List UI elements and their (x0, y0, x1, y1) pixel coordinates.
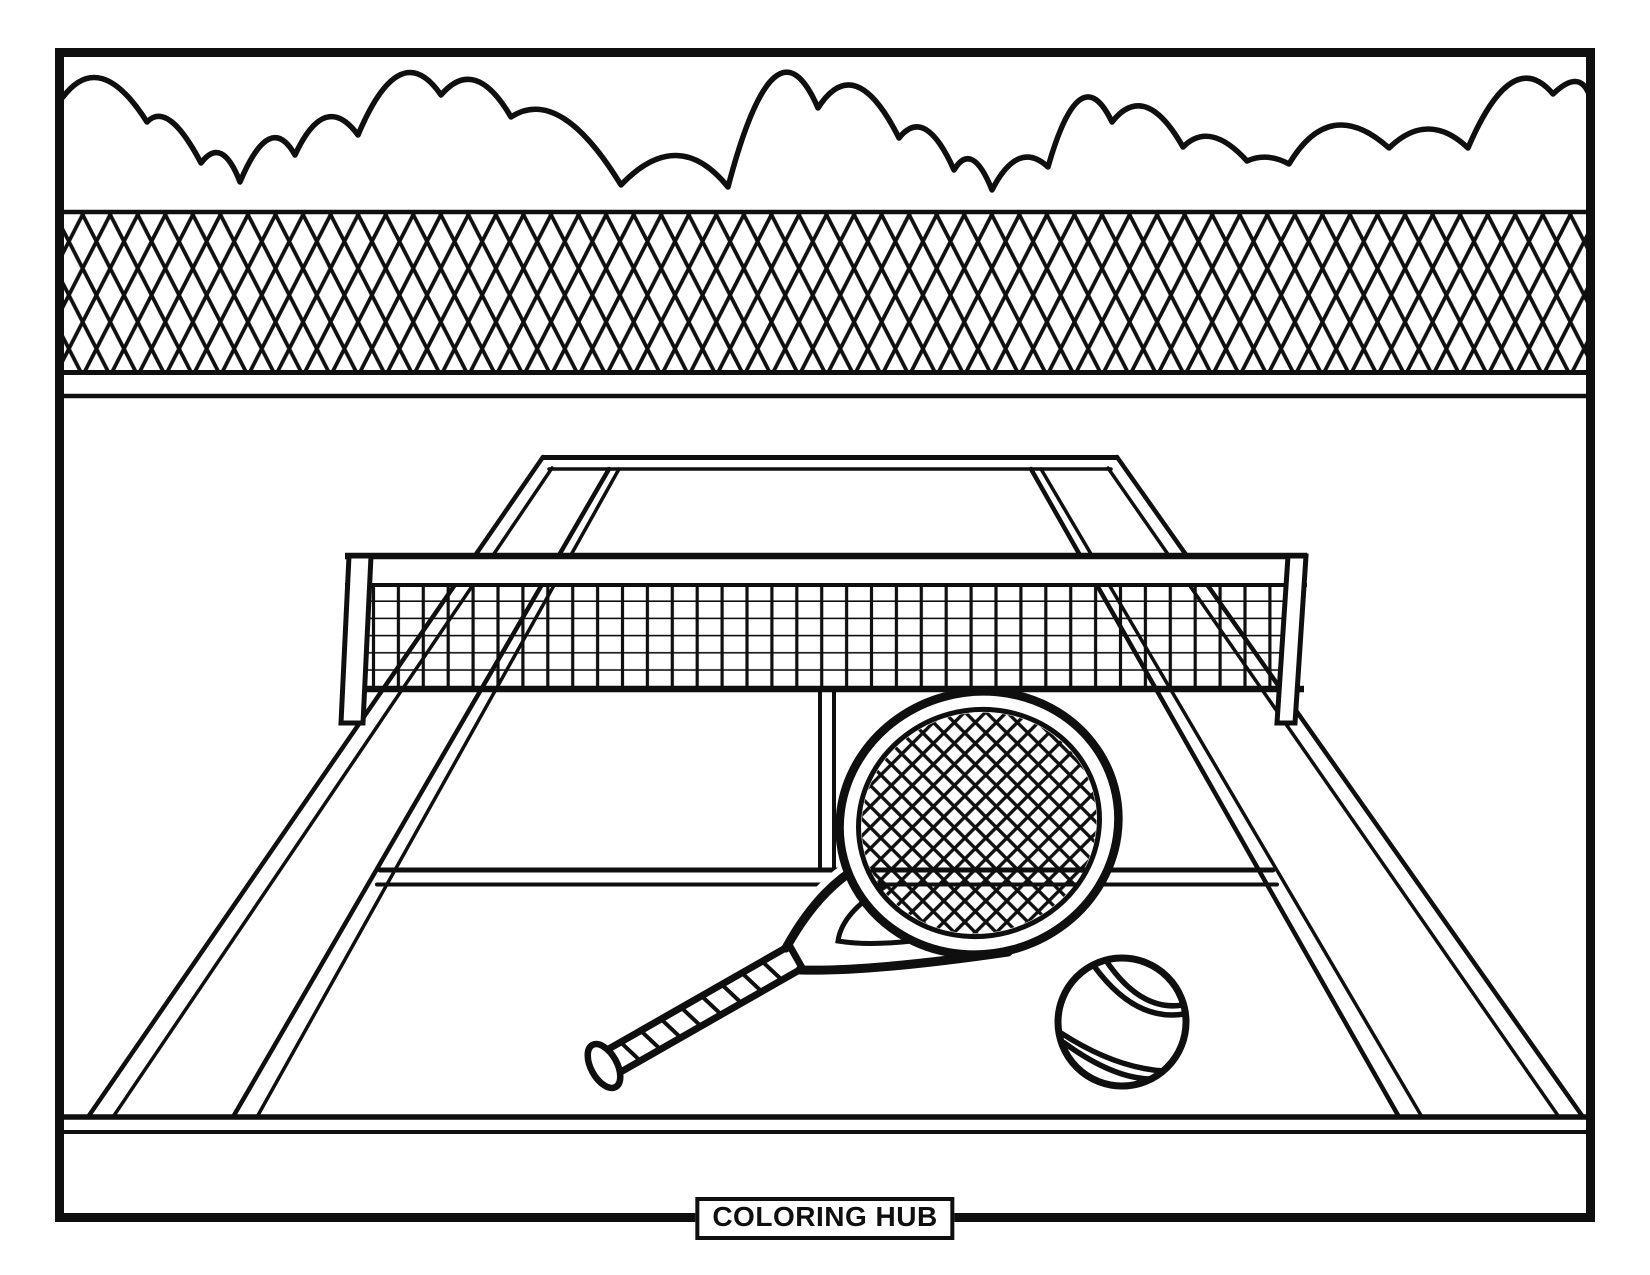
net-mesh (352, 585, 1300, 688)
net-tape (345, 556, 1307, 585)
racket-rim-outer (835, 687, 1123, 959)
racket-butt-cap (584, 1040, 624, 1092)
tennis-net (338, 552, 1309, 726)
fence-mesh (61, 214, 1589, 371)
racket-grip-wrap (619, 959, 784, 1063)
net-post-right (1274, 553, 1309, 726)
ball-outline (1054, 954, 1190, 1090)
ball-seam-top-a (1102, 957, 1184, 1009)
racket-rim-inner (856, 706, 1102, 940)
chain-link-fence (59, 209, 1591, 399)
tennis-ball (1054, 954, 1190, 1090)
tennis-racket (584, 687, 1123, 1092)
ball-seam-bottom-b (1061, 1039, 1151, 1082)
clouds (60, 69, 1591, 193)
ball-seam-bottom-a (1059, 1030, 1165, 1074)
brand-label: COLORING HUB (695, 1197, 955, 1240)
racket-strings (861, 712, 1097, 934)
net-post-left (338, 553, 374, 726)
ball-seam-top-b (1091, 964, 1185, 1018)
